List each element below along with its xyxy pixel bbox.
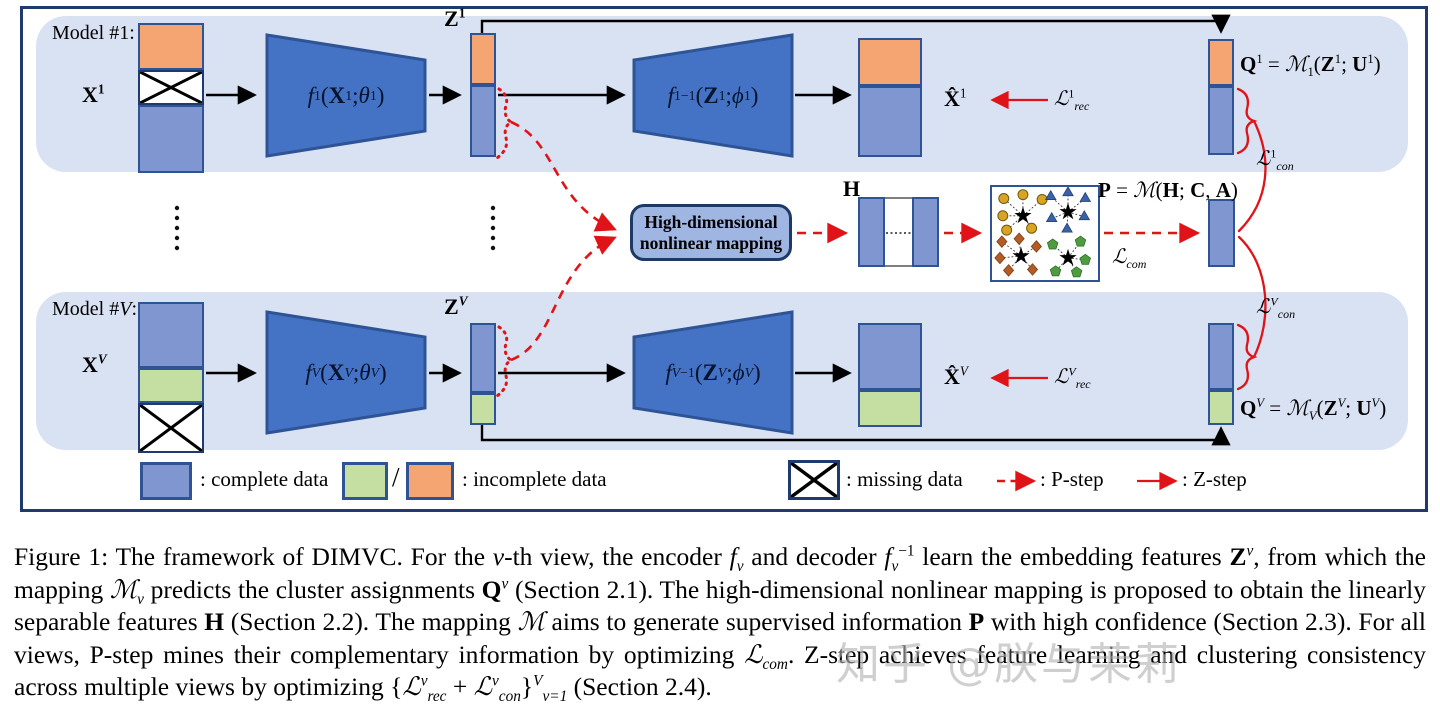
qv-complete-segment xyxy=(1208,323,1234,390)
zv-incomplete-segment xyxy=(470,393,496,425)
scatter-canvas xyxy=(994,187,1092,278)
h-bar-left xyxy=(858,197,885,267)
x1-incomplete-segment xyxy=(138,23,204,70)
xv-incomplete-segment xyxy=(138,368,204,403)
zv-label: ZV xyxy=(444,293,468,319)
xv-column xyxy=(138,302,204,453)
xv-label: XV xyxy=(82,351,107,377)
qv-incomplete-segment xyxy=(1208,390,1234,425)
q1-column xyxy=(1208,39,1234,155)
z1-column xyxy=(470,33,496,157)
missing-x-icon xyxy=(140,72,202,103)
legend-complete-label: : complete data xyxy=(200,467,329,491)
loss-con-v-label: ℒVcon xyxy=(1256,294,1296,321)
legend-missing-label: : missing data xyxy=(846,467,963,491)
model-v-label: Model #V: xyxy=(52,298,137,320)
model-1-label: Model #1: xyxy=(52,22,135,44)
legend-z-step-label: : Z-step xyxy=(1182,467,1247,491)
figure-caption: Figure 1: The framework of DIMVC. For th… xyxy=(14,542,1426,706)
h-bar-middle xyxy=(885,197,912,267)
p-column xyxy=(1208,199,1235,267)
xhatv-incomplete-segment xyxy=(858,390,922,427)
legend-complete-swatch xyxy=(140,462,192,500)
z1-label: Z1 xyxy=(444,5,466,31)
h-label: H xyxy=(843,176,861,201)
cluster-scatter-plot xyxy=(990,185,1100,282)
x1-missing-segment xyxy=(138,70,204,105)
q1-equation: Q1 = ℳ1(Z1; U1) xyxy=(1240,52,1381,80)
mapping-box-line2: nonlinear mapping xyxy=(639,232,783,253)
z1-complete-segment xyxy=(470,85,496,157)
missing-x-icon xyxy=(791,463,837,497)
legend-p-step-label: : P-step xyxy=(1040,467,1104,491)
xhat1-label: X̂1 xyxy=(944,85,967,111)
encoder-shape xyxy=(265,310,427,435)
x1-label: X1 xyxy=(82,81,105,107)
q1-incomplete-segment xyxy=(1208,39,1234,86)
high-dimensional-mapping-box: High-dimensional nonlinear mapping xyxy=(630,204,792,261)
watermark: 知乎 @朕与茉莉 xyxy=(836,639,1182,690)
legend-green-swatch xyxy=(342,462,388,500)
xv-missing-segment xyxy=(138,403,204,453)
x1-column xyxy=(138,23,204,173)
loss-con-1-label: ℒ1con xyxy=(1256,146,1294,173)
x1-complete-segment xyxy=(138,105,204,173)
legend-slash: / xyxy=(392,462,400,492)
xv-complete-segment xyxy=(138,302,204,368)
loss-rec-v-label: ℒVrec xyxy=(1054,364,1091,391)
zv-column xyxy=(470,323,496,425)
qv-column xyxy=(1208,323,1234,425)
missing-x-icon xyxy=(140,405,202,451)
loss-com-label: ℒcom xyxy=(1112,246,1147,271)
legend-missing-swatch xyxy=(788,460,840,500)
xhat1-column xyxy=(858,38,922,157)
xhat1-complete-segment xyxy=(858,86,922,157)
xhatv-label: X̂V xyxy=(944,363,968,389)
mapping-box-line1: High-dimensional xyxy=(644,211,778,232)
legend-orange-swatch xyxy=(406,462,454,500)
q1-complete-segment xyxy=(1208,86,1234,155)
p-segment xyxy=(1208,199,1235,267)
p-equation: P = ℳ(H; C, A) xyxy=(1098,178,1238,202)
z1-incomplete-segment xyxy=(470,33,496,85)
xhatv-column xyxy=(858,323,922,427)
qv-equation: QV = ℳV(ZV; UV) xyxy=(1240,396,1387,424)
legend-incomplete-label: : incomplete data xyxy=(462,467,607,491)
decoder-shape xyxy=(632,33,794,158)
xhat1-incomplete-segment xyxy=(858,38,922,86)
xhatv-complete-segment xyxy=(858,323,922,390)
h-bar-right xyxy=(912,197,939,267)
zv-complete-segment xyxy=(470,323,496,393)
loss-rec-1-label: ℒ1rec xyxy=(1054,86,1090,113)
encoder-shape xyxy=(265,33,427,158)
